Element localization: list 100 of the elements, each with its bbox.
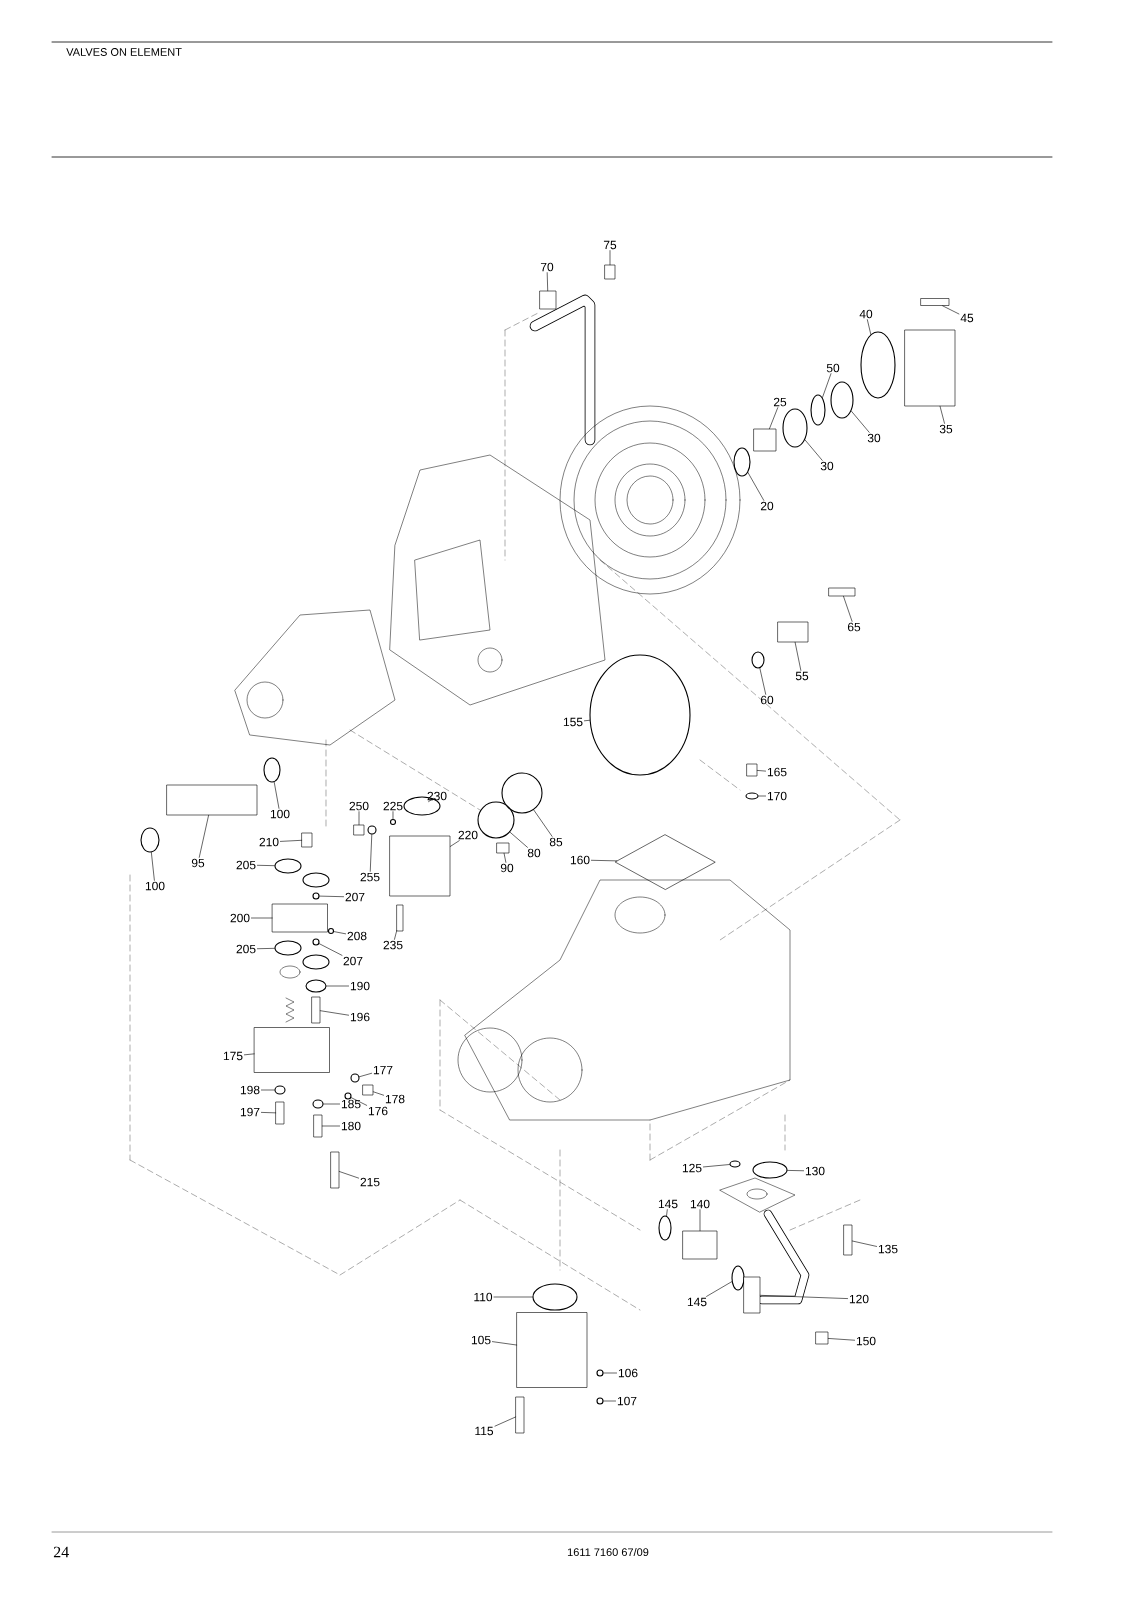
callout-number: 75 (603, 240, 617, 250)
page-title: VALVES ON ELEMENT (66, 48, 182, 56)
leader-line (939, 406, 945, 424)
o-ring (344, 1092, 352, 1100)
leader-line (828, 1338, 855, 1341)
bolt (515, 1396, 525, 1434)
leader-line (706, 1281, 733, 1297)
callout-number: 178 (385, 1094, 405, 1104)
machine-part (682, 1230, 718, 1260)
callout-number: 235 (383, 940, 403, 950)
callout-number: 95 (191, 858, 205, 868)
callout-number: 90 (500, 863, 514, 873)
leader-line (339, 1171, 359, 1179)
leader-line (609, 250, 611, 265)
o-ring (745, 792, 759, 800)
machine-part (166, 784, 258, 816)
o-ring (140, 827, 160, 853)
leader-line (319, 895, 344, 897)
callout-number: 207 (343, 956, 363, 966)
callout-number: 185 (341, 1099, 361, 1109)
leader-line (493, 1296, 533, 1298)
machine-part (777, 621, 809, 643)
machine-part (362, 1084, 374, 1096)
leader-line (322, 1125, 340, 1127)
o-ring (312, 1099, 324, 1109)
page-number: 24 (53, 1546, 69, 1558)
machine-part (746, 763, 758, 777)
callout-number: 65 (847, 622, 861, 632)
leader-line (546, 272, 548, 291)
leader-line (373, 1091, 384, 1096)
callout-number: 255 (360, 872, 380, 882)
callout-number: 25 (773, 397, 787, 407)
callout-number: 55 (795, 671, 809, 681)
callout-number: 70 (540, 262, 554, 272)
bolt (313, 1114, 323, 1138)
leader-line (851, 410, 870, 433)
leader-line (757, 770, 766, 772)
leader-line (257, 948, 275, 950)
bolt (311, 996, 321, 1024)
callout-number: 100 (270, 809, 290, 819)
callout-number: 110 (474, 1292, 493, 1302)
leader-line (503, 853, 507, 863)
leader-line (280, 840, 302, 842)
machine-part (516, 1312, 588, 1388)
o-ring (263, 757, 281, 783)
callout-number: 197 (240, 1107, 260, 1117)
callout-number: 100 (145, 881, 165, 891)
o-ring (367, 825, 377, 835)
callout-number: 205 (236, 944, 256, 954)
leader-line (323, 1103, 340, 1105)
callout-number: 145 (658, 1199, 678, 1209)
bolt (843, 1224, 853, 1256)
leader-line (394, 930, 397, 940)
leader-line (603, 1372, 617, 1374)
callout-number: 150 (856, 1336, 876, 1346)
leader-line (358, 811, 360, 825)
o-ring (731, 1265, 745, 1291)
callout-number: 170 (767, 791, 787, 801)
o-ring (596, 1369, 604, 1377)
machine-part (353, 824, 365, 836)
bolt (396, 904, 404, 932)
leader-line (350, 1097, 367, 1106)
o-ring (312, 892, 320, 900)
o-ring (274, 858, 302, 874)
leader-line (318, 943, 343, 956)
callout-number: 160 (570, 855, 590, 865)
o-ring (810, 394, 826, 426)
leader-line (261, 1089, 275, 1091)
leader-line (666, 1209, 668, 1217)
leader-line (450, 840, 460, 847)
leader-line (533, 809, 553, 837)
leader-line (198, 815, 209, 858)
leader-line (151, 852, 155, 881)
o-ring (389, 818, 397, 826)
callout-number: 208 (347, 931, 367, 941)
callout-number: 198 (240, 1085, 260, 1095)
bolt (920, 298, 950, 306)
machine-part (815, 1331, 829, 1345)
machine-part (496, 842, 510, 854)
o-ring (830, 381, 854, 419)
bolt (604, 264, 616, 280)
o-ring (477, 801, 515, 839)
callout-number: 220 (458, 830, 478, 840)
leader-line (369, 834, 373, 872)
callout-number: 207 (345, 892, 365, 902)
callout-number: 30 (820, 461, 834, 471)
callout-number: 200 (230, 913, 250, 923)
leader-line (257, 865, 275, 866)
callout-number: 180 (341, 1121, 361, 1131)
callout-number: 107 (617, 1396, 637, 1406)
o-ring (312, 938, 320, 946)
leader-line (261, 1112, 276, 1114)
callout-number: 45 (960, 313, 974, 323)
o-ring (658, 1215, 672, 1241)
callout-number: 120 (849, 1294, 869, 1304)
callout-number: 105 (471, 1335, 491, 1345)
leader-line (584, 719, 590, 722)
leader-line (843, 596, 853, 622)
bolt (330, 1151, 340, 1189)
document-number: 1611 7160 67/09 (567, 1548, 649, 1557)
